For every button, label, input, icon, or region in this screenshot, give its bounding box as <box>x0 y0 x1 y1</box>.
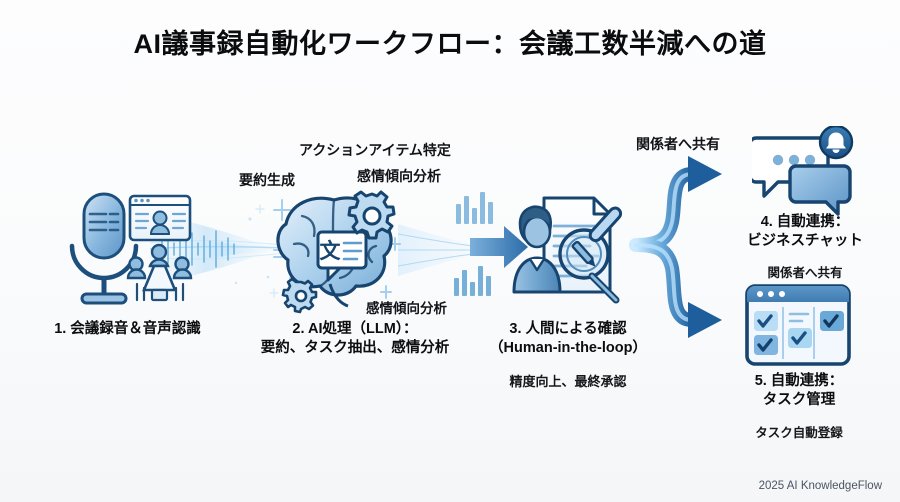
step-3-sublabel: 精度向上、最終承認 <box>509 374 627 389</box>
step-3-label-line1: 3. 人間による確認 <box>509 321 627 337</box>
step-1-label: 1. 会議録音＆音声認識 <box>0 320 255 339</box>
brain-gears-icon: 文 <box>273 190 401 314</box>
step-2-label: 2. AI処理（LLM）： 要約、タスク抽出、感情分析 <box>230 320 480 357</box>
kanban-board-icon <box>745 284 851 366</box>
step-5-label-line1: 5. 自動連携： <box>754 373 844 389</box>
step-5-label: 5. 自動連携： タスク管理 <box>714 372 884 409</box>
chat-bubbles-bell-icon <box>752 126 854 216</box>
step-4-label-line1: 4. 自動連携： <box>760 214 850 230</box>
annotation-sentiment-trend-bottom: 感情傾向分析 <box>366 301 447 316</box>
page-title: AI議事録自動化ワークフロー：会議工数半減への道 <box>133 29 767 59</box>
step-4-sublabel: 関係者へ共有 <box>767 266 843 280</box>
microphone-meeting-icon <box>69 192 193 305</box>
annotation-action-item-detection: アクションアイテム特定 <box>299 142 451 158</box>
footer-credit: 2025 AI KnowledgeFlow <box>758 480 882 492</box>
step-3-label-line2: （Human-in-the-loop） <box>489 339 647 356</box>
person-document-magnifier-icon <box>512 196 623 304</box>
step-2-label-line2: 要約、タスク抽出、感情分析 <box>260 339 450 356</box>
annotation-summary-generation: 要約生成 <box>239 172 295 188</box>
step-3-label: 3. 人間による確認 （Human-in-the-loop） <box>482 320 654 357</box>
step-2-label-line1: 2. AI処理（LLM）： <box>292 321 418 337</box>
step-5-sublabel: タスク自動登録 <box>755 426 843 440</box>
step-4-label-line2: ビジネスチャット <box>747 232 863 249</box>
arrow-step2-to-step3 <box>470 226 528 268</box>
step-4-label: 4. 自動連携： ビジネスチャット <box>714 213 896 250</box>
step-5-label-line2: タスク管理 <box>762 391 836 408</box>
branching-arrows-to-outputs <box>626 156 722 338</box>
svg-text:文: 文 <box>320 239 342 263</box>
annotation-share-to-stakeholders: 関係者へ共有 <box>636 136 720 152</box>
annotation-sentiment-trend-top: 感情傾向分析 <box>357 168 441 184</box>
step-1-label-line1: 1. 会議録音＆音声認識 <box>54 321 201 337</box>
